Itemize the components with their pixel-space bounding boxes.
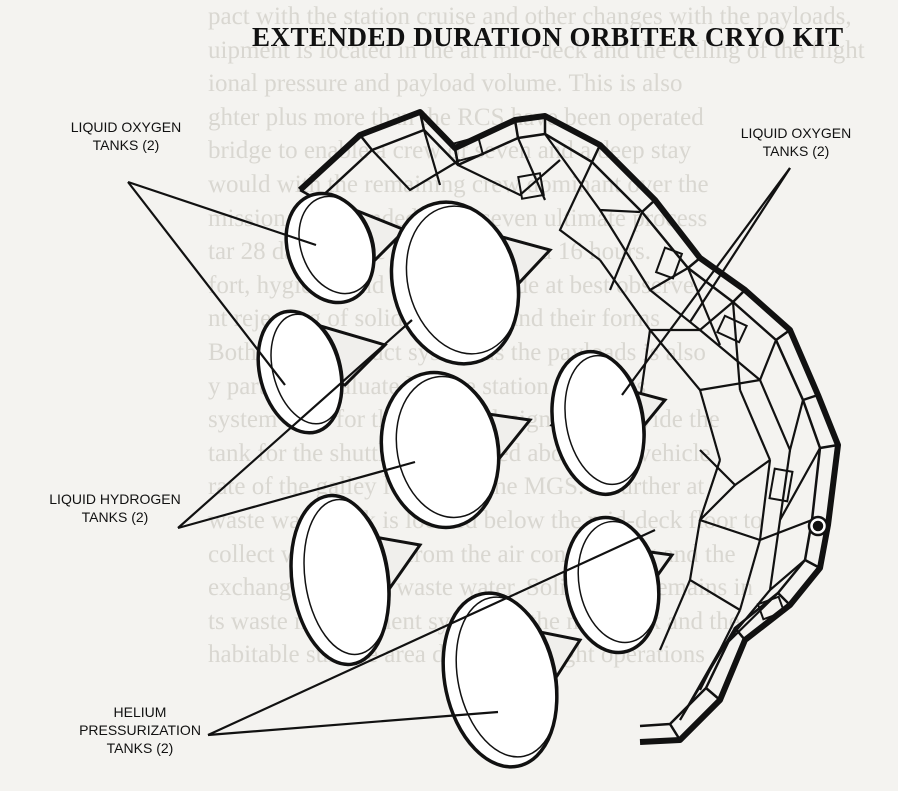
- label-lh2-line1: LIQUID HYDROGEN: [49, 491, 181, 507]
- frame-panels: [451, 135, 794, 621]
- label-lox-right-line1: LIQUID OXYGEN: [740, 125, 852, 141]
- truss-bracing: [371, 129, 821, 721]
- lh2-tank-center: [379, 370, 501, 530]
- label-lh2-line2: TANKS (2): [81, 509, 149, 525]
- leader-lox-right-2: [621, 167, 791, 396]
- valve-fitting: [807, 515, 829, 537]
- leader-he-1: [207, 710, 499, 737]
- label-helium-line3: TANKS (2): [106, 740, 174, 756]
- leader-lox-left-2: [127, 181, 286, 386]
- label-helium: HELIUM PRESSURIZATION TANKS (2): [70, 703, 210, 757]
- leader-lines: [127, 167, 791, 737]
- label-lox-left: LIQUID OXYGEN TANKS (2): [38, 118, 214, 154]
- label-helium-line2: PRESSURIZATION: [79, 722, 201, 738]
- lox-tank-top-center: [389, 200, 521, 366]
- leader-lh2-1: [177, 319, 413, 529]
- label-helium-line1: HELIUM: [113, 704, 167, 720]
- label-lh2: LIQUID HYDROGEN TANKS (2): [20, 490, 210, 526]
- leader-lox-right-1: [689, 167, 791, 323]
- leader-lh2-2: [177, 460, 416, 530]
- lox-tank-top-left: [284, 191, 376, 305]
- he-tank-lower-left: [289, 493, 391, 667]
- label-lox-left-line2: TANKS (2): [92, 137, 160, 153]
- he-tank-bottom: [441, 591, 559, 769]
- label-lox-right-line2: TANKS (2): [762, 143, 830, 159]
- background-text-line: uipment is located in the aft mid-deck a…: [208, 36, 865, 64]
- label-lox-left-line1: LIQUID OXYGEN: [70, 119, 182, 135]
- label-lox-right: LIQUID OXYGEN TANKS (2): [708, 124, 884, 160]
- lox-tank-right: [550, 349, 646, 497]
- tank-right-lower: [563, 515, 661, 655]
- background-text-line: ghter plus more than the RCS have been o…: [208, 103, 704, 131]
- background-text-line: ional pressure and payload volume. This …: [208, 70, 683, 98]
- tank-rims: [270, 195, 661, 758]
- background-text-line: pact with the station cruise and other c…: [208, 3, 852, 30]
- leader-lox-left-1: [127, 180, 317, 247]
- leader-he-2: [207, 529, 656, 736]
- lh2-tank-mid-left: [256, 309, 344, 435]
- diagram-title: EXTENDED DURATION ORBITER CRYO KIT: [252, 22, 844, 52]
